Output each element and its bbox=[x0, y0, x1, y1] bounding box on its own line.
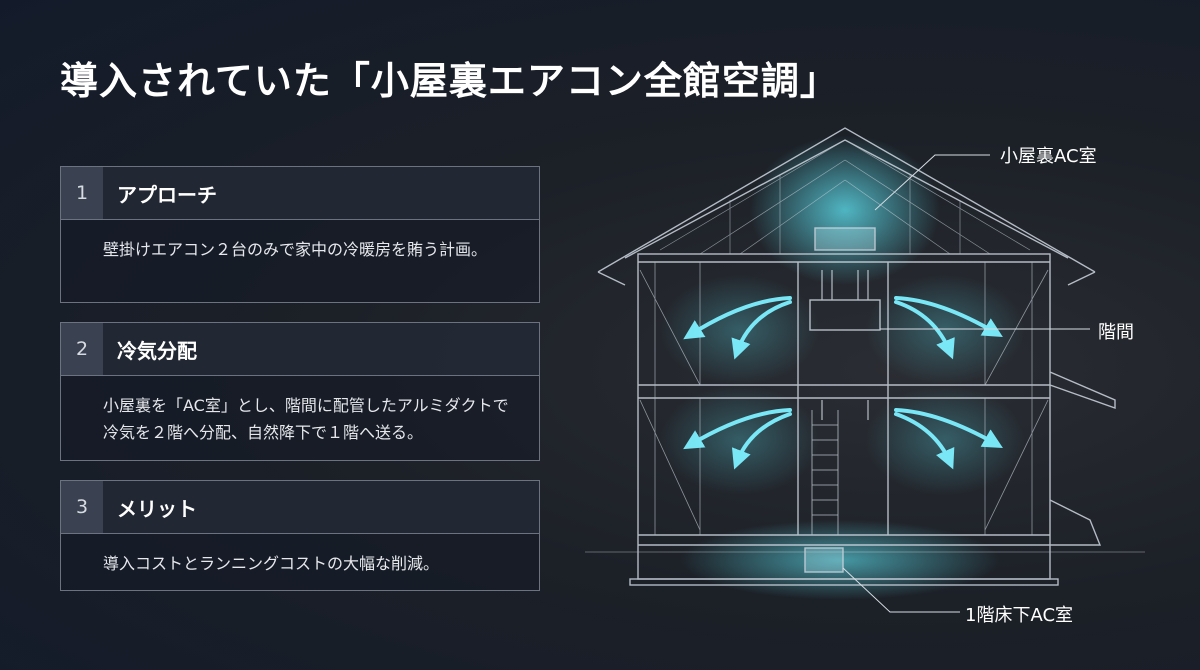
airflow-arrow bbox=[894, 296, 1003, 338]
attic-ac-unit bbox=[814, 227, 876, 251]
duct-box bbox=[809, 299, 881, 331]
card-title: メリット bbox=[117, 496, 197, 521]
staircase bbox=[811, 410, 839, 535]
room-glow bbox=[660, 275, 820, 385]
card-body: 壁掛けエアコン２台のみで家中の冷暖房を賄う計画。 bbox=[103, 240, 488, 259]
card-number: 3 bbox=[61, 481, 103, 533]
room-glow bbox=[865, 385, 1025, 495]
side-canopy bbox=[1049, 371, 1116, 409]
card-merits: 3 メリット 導入コストとランニングコストの大幅な削減。 bbox=[60, 480, 540, 591]
room-glow bbox=[865, 275, 1025, 385]
card-title: 冷気分配 bbox=[117, 338, 197, 363]
card-header: 2 冷気分配 bbox=[61, 323, 539, 376]
underfloor-glow bbox=[680, 520, 1000, 600]
page-title: 導入されていた「小屋裏エアコン全館空調」 bbox=[60, 59, 839, 103]
attic-glow bbox=[750, 135, 940, 285]
duct bbox=[821, 270, 869, 300]
airflow-arrow bbox=[683, 296, 792, 340]
airflow-arrow bbox=[683, 408, 792, 450]
card-number: 2 bbox=[61, 323, 103, 375]
rafters bbox=[659, 139, 1031, 255]
foundation bbox=[629, 578, 1059, 586]
callout-leader-attic bbox=[874, 154, 990, 211]
roof-outline bbox=[597, 127, 1096, 273]
airflow-arrow bbox=[894, 408, 1003, 448]
card-cold-air-distribution: 2 冷気分配 小屋裏を「AC室」とし、階間に配管したアルミダクトで冷気を２階へ分… bbox=[60, 322, 540, 461]
airflow-arrow bbox=[894, 412, 955, 470]
card-approach: 1 アプローチ 壁掛けエアコン２台のみで家中の冷暖房を賄う計画。 bbox=[60, 166, 540, 303]
airflow-arrow bbox=[731, 300, 792, 360]
roof-eave bbox=[597, 271, 1096, 286]
airflow-arrow bbox=[894, 300, 955, 360]
card-number: 1 bbox=[61, 167, 103, 219]
side-deck bbox=[1049, 499, 1102, 546]
callout-leader-underfloor bbox=[842, 567, 960, 613]
card-body: 導入コストとランニングコストの大幅な削減。 bbox=[103, 554, 440, 573]
duct bbox=[821, 400, 869, 420]
callout-floor-gap: 階間 bbox=[1098, 322, 1134, 343]
room-glow bbox=[660, 385, 820, 495]
callout-attic-ac-room: 小屋裏AC室 bbox=[1000, 146, 1097, 167]
card-body: 小屋裏を「AC室」とし、階間に配管したアルミダクトで冷気を２階へ分配、自然降下で… bbox=[103, 396, 509, 442]
callout-underfloor-ac-room: 1階床下AC室 bbox=[965, 605, 1074, 626]
card-header: 1 アプローチ bbox=[61, 167, 539, 220]
card-title: アプローチ bbox=[117, 182, 217, 207]
airflow-arrow bbox=[731, 412, 792, 470]
card-header: 3 メリット bbox=[61, 481, 539, 534]
